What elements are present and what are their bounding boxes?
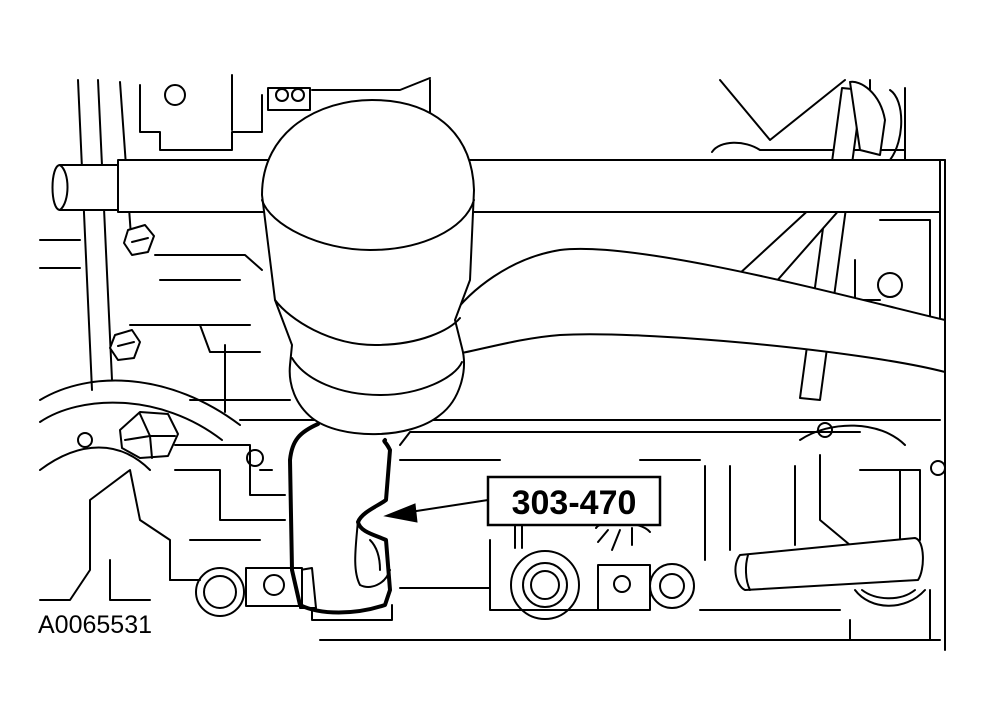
horizontal-shaft: [51, 159, 941, 213]
special-tool-sleeve: [245, 422, 393, 621]
callout-label: 303-470: [512, 484, 637, 522]
hex-bolt-lower: [119, 411, 179, 459]
callout-label-box: 303-470: [486, 475, 662, 527]
side-bar: [734, 537, 924, 591]
figure-id: A0065531: [38, 611, 152, 639]
hex-bolt-upper: [123, 224, 155, 256]
hammer-handle: [444, 247, 946, 373]
soft-face-hammer-head: [261, 99, 475, 436]
callout-arrow: [383, 499, 489, 523]
hex-bolt-middle: [109, 329, 141, 361]
